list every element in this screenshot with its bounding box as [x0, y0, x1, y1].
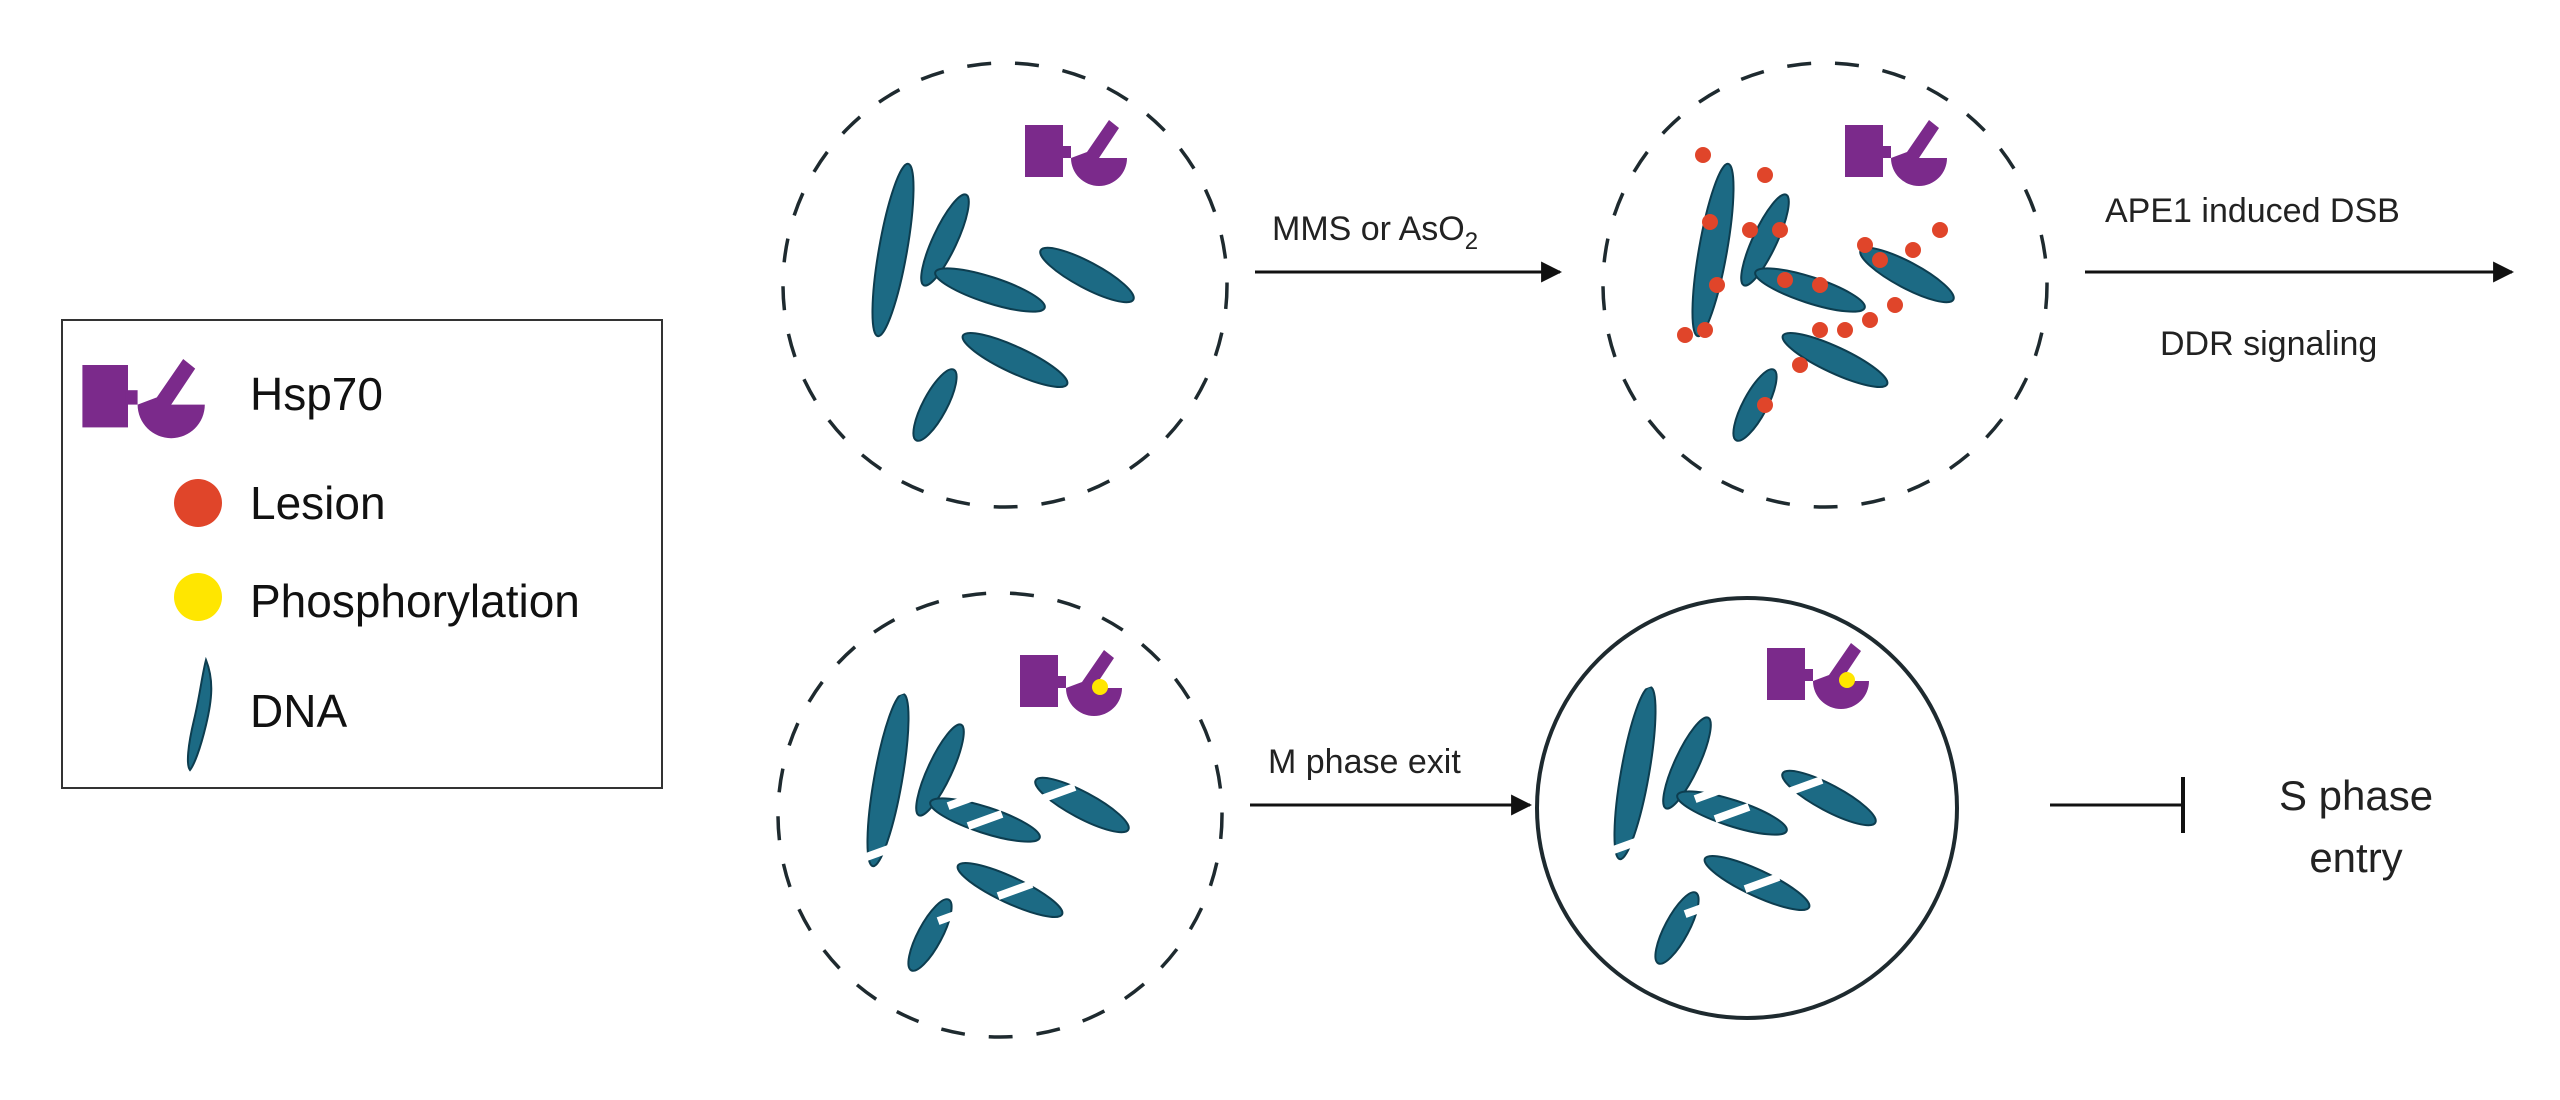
dna-break	[869, 685, 907, 705]
dna-chromosome	[920, 193, 970, 287]
dna-chromosome	[1662, 716, 1712, 810]
dna-break	[1660, 708, 1698, 728]
dna-break	[966, 810, 1004, 830]
dna-lesion	[1932, 222, 1948, 238]
dna-break	[946, 790, 984, 810]
phosphorylation-icon	[174, 573, 222, 621]
dna-break	[996, 880, 1034, 900]
dna-lesion	[1677, 327, 1693, 343]
dna-break	[901, 965, 939, 985]
dna-chromosome	[866, 692, 910, 868]
dna-lesion	[1887, 297, 1903, 313]
dna-break	[853, 845, 891, 865]
dna-chromosome	[1654, 891, 1700, 965]
arrow-dsb: APE1 induced DSB DDR signaling	[2085, 192, 2515, 363]
dna-chromosome	[1781, 769, 1877, 827]
legend-label-phosphorylation: Phosphorylation	[250, 575, 580, 627]
dna-lesion	[1742, 222, 1758, 238]
dna-chromosome	[1039, 246, 1135, 304]
dna-chromosome	[1613, 685, 1657, 861]
dna-break	[1683, 898, 1721, 918]
cell-untreated	[781, 61, 1229, 509]
cell-membrane	[1601, 61, 2049, 509]
dna-break	[1786, 776, 1824, 796]
phosphorylation-site	[1092, 679, 1108, 695]
dna-lesion	[1757, 167, 1773, 183]
dna-chromosome	[1781, 331, 1889, 389]
dna-lesion	[1772, 222, 1788, 238]
dna-break	[913, 715, 951, 735]
dna-lesion	[1702, 214, 1718, 230]
dna-lesion	[1857, 237, 1873, 253]
dna-chromosome	[1754, 267, 1866, 313]
legend: Hsp70 Lesion Phosphorylation DNA	[61, 319, 663, 789]
dna-lesion	[1777, 272, 1793, 288]
dna-chromosome	[961, 331, 1069, 389]
dna-lesion	[1697, 322, 1713, 338]
dna-lesion	[1862, 312, 1878, 328]
dna-chromosome	[912, 368, 958, 442]
dna-lesion	[1837, 322, 1853, 338]
phosphorylation-site	[1839, 672, 1855, 688]
legend-label-hsp70: Hsp70	[250, 368, 383, 420]
dna-icon	[186, 656, 213, 772]
arrow-treatment: MMS or AsO2	[1255, 210, 1563, 283]
s-phase-label-line1: S phase	[2279, 772, 2433, 819]
dna-chromosome	[934, 267, 1046, 313]
dna-lesion	[1872, 252, 1888, 268]
arrow-m-phase-label: M phase exit	[1268, 743, 1461, 781]
arrow-treatment-label: MMS or AsO2	[1272, 210, 1478, 255]
dna-break	[1600, 838, 1638, 858]
arrow-dsb-label: APE1 induced DSB	[2105, 192, 2400, 230]
dna-chromosome	[1691, 162, 1735, 338]
cell-damaged	[1601, 61, 2049, 509]
dna-break	[1616, 678, 1654, 698]
inhibition-s-phase: S phase entry	[2050, 772, 2433, 881]
dna-chromosome	[871, 162, 915, 338]
cell-dsb	[776, 591, 1224, 1039]
dna-lesion	[1792, 357, 1808, 373]
dna-chromosome	[907, 898, 953, 972]
legend-label-dna: DNA	[250, 685, 347, 737]
dna-break	[1713, 803, 1751, 823]
dna-lesion	[1812, 277, 1828, 293]
hsp70-protein	[1845, 120, 1947, 186]
dna-lesion	[1812, 322, 1828, 338]
hsp70-protein	[1025, 120, 1127, 186]
cell-membrane	[1535, 596, 1959, 1020]
legend-label-lesion: Lesion	[250, 477, 386, 529]
dna-break	[1648, 958, 1686, 978]
dna-lesion	[1709, 277, 1725, 293]
dna-chromosome	[1732, 368, 1778, 442]
cell-g1-arrest	[1535, 596, 1959, 1020]
dna-break	[936, 905, 974, 925]
arrow-ddr-label: DDR signaling	[2160, 325, 2377, 363]
dna-break	[1693, 783, 1731, 803]
s-phase-label-line2: entry	[2309, 834, 2402, 881]
cell-membrane	[776, 591, 1224, 1039]
lesion-icon	[174, 479, 222, 527]
dna-lesion	[1757, 397, 1773, 413]
dna-chromosome	[1034, 776, 1130, 834]
dna-break	[1743, 873, 1781, 893]
dna-lesion	[1905, 242, 1921, 258]
dna-chromosome	[915, 723, 965, 817]
dna-lesion	[1695, 147, 1711, 163]
cell-membrane	[781, 61, 1229, 509]
dna-break	[1039, 783, 1077, 803]
arrow-m-phase: M phase exit	[1250, 743, 1533, 816]
